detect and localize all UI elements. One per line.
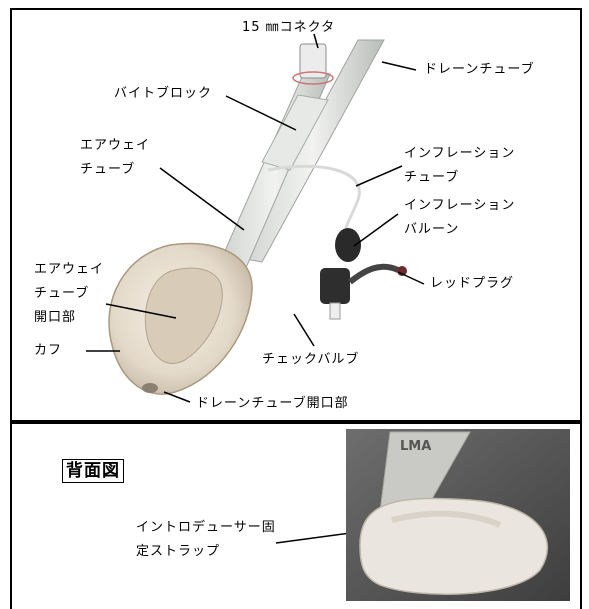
label-airway-opening: エアウェイ チューブ 開口部	[34, 262, 105, 325]
front-view-panel	[10, 8, 582, 422]
label-drain-opening: ドレーンチューブ開口部	[196, 396, 349, 411]
cuff-shape	[108, 242, 253, 395]
label-inflation-tube: インフレーション チューブ	[404, 146, 516, 185]
back-view-photo: LMA	[346, 429, 570, 601]
label-bite-block: バイトブロック	[114, 86, 213, 101]
label-red-plug: レッドプラグ	[430, 276, 515, 291]
photo-brand-text: LMA	[400, 439, 431, 454]
label-connector: 15 ㎜コネクタ	[242, 20, 336, 35]
connector-shape	[292, 43, 334, 85]
label-inflation-balloon: インフレーション バルーン	[404, 198, 516, 237]
label-check-valve: チェックバルブ	[262, 352, 360, 367]
label-cuff: カフ	[34, 343, 63, 358]
inflation-line-shape	[267, 164, 407, 320]
label-introducer-strap: イントロデューサー固 定ストラップ	[136, 520, 276, 559]
leader-lines	[86, 33, 425, 544]
back-view-title: 背面図	[62, 459, 124, 483]
label-airway-tube: エアウェイ チューブ	[80, 138, 151, 177]
label-drain-tube: ドレーンチューブ	[424, 62, 535, 77]
